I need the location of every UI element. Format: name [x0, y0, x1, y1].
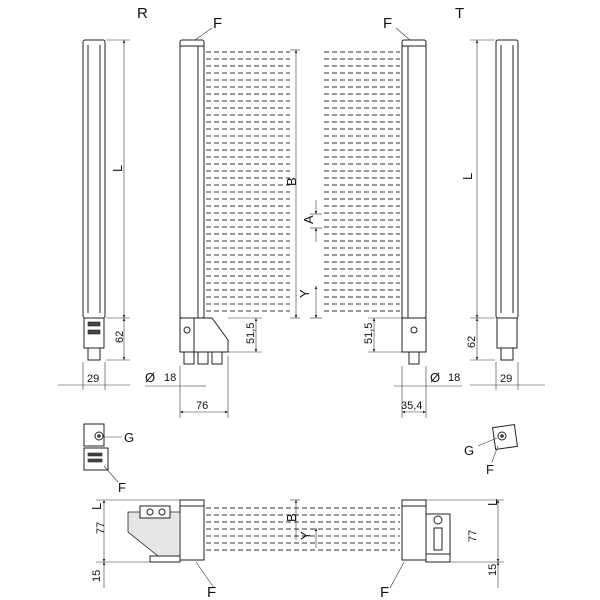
transmitter-front [401, 39, 427, 365]
beam-field-dimension [290, 49, 322, 319]
foot-height-right: 15 [487, 564, 499, 576]
bottom-beam-field [206, 507, 400, 551]
beam-field-label-bottom: B [284, 513, 299, 522]
receiver-label: R [137, 5, 148, 22]
connector-height-right: 62 [466, 336, 478, 348]
length-label-right: L [460, 173, 475, 180]
length-label-left: L [110, 165, 125, 172]
base-height-right: 77 [467, 530, 479, 542]
leader-line [395, 27, 411, 41]
bracket-detail-right [477, 424, 518, 463]
bracket-label-left: G [124, 430, 134, 445]
front-cap-label-right: F [383, 15, 392, 32]
offset-label-bottom: Y [298, 531, 313, 540]
beam-pitch-label: A [301, 215, 316, 224]
bracket-detail-left [83, 423, 122, 483]
bracket-height-left: 51,5 [245, 323, 257, 344]
bracket-width-right: 35,4 [401, 400, 422, 412]
transmitter-label: T [455, 5, 464, 22]
profile-width-left: 29 [87, 373, 99, 385]
bracket-label-right: G [464, 443, 474, 458]
bolt-diameter-left: 18 [164, 372, 176, 384]
beam-field-left [206, 51, 290, 312]
front-cap-label-detail-right: F [486, 462, 494, 477]
leader-line [194, 27, 213, 41]
length-label-bottom-left: L [89, 503, 104, 510]
bottom-view-left [127, 499, 205, 563]
front-cap-label-detail-left: F [118, 480, 126, 495]
diameter-symbol-left: Ø [145, 370, 155, 385]
bottom-view-right [401, 499, 451, 563]
transmitter-side-profile [470, 39, 545, 390]
bracket-width-left: 76 [196, 400, 208, 412]
front-cap-label-bottom-right: F [380, 584, 389, 600]
bracket-height-dimension [228, 317, 402, 353]
base-height-left: 77 [95, 522, 107, 534]
beam-field-right [324, 51, 400, 312]
front-cap-label-bottom-left: F [207, 584, 216, 600]
profile-width-right: 29 [500, 373, 512, 385]
bottom-view-dimensions [96, 499, 504, 589]
foot-height-left: 15 [91, 570, 103, 582]
beam-field-label: B [284, 177, 299, 186]
receiver-side-profile [58, 39, 130, 390]
bottom-dimensions [145, 356, 462, 418]
bracket-height-right: 51,5 [363, 323, 375, 344]
offset-label: Y [297, 289, 312, 298]
bolt-diameter-right: 18 [448, 372, 460, 384]
diameter-symbol-right: Ø [430, 370, 440, 385]
length-label-bottom-right: L [485, 499, 500, 506]
front-cap-label-left: F [213, 15, 222, 32]
receiver-front [179, 39, 229, 365]
connector-height-left: 62 [114, 331, 126, 343]
